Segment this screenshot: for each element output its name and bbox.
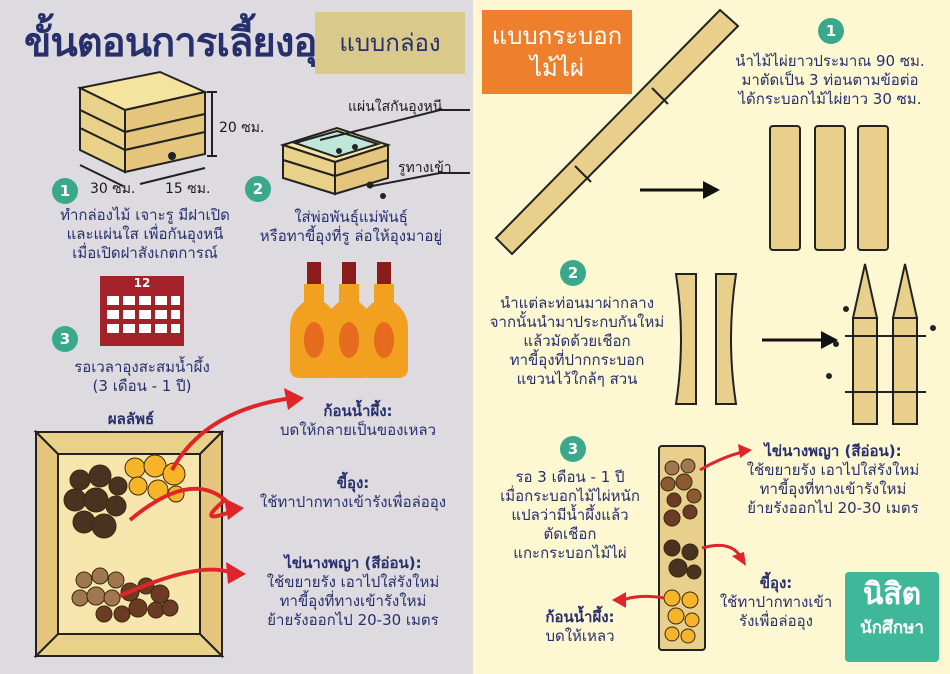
tube-step-3-badge: 3: [560, 436, 586, 462]
text-line: แล้วมัดด้วยเชือก: [523, 332, 631, 350]
honey-pods: [63, 454, 186, 623]
logo-line-1: นิสิต: [862, 577, 922, 612]
text-line: ใช้ขยายรัง เอาไปใส่รังใหม่: [266, 573, 440, 591]
tube-step-1-text: นำไม้ไผ่ยาวประมาณ 90 ซม. มาตัดเป็น 3 ท่อ…: [715, 52, 945, 109]
text-line: ใช้ทาปากทางเข้า: [719, 593, 833, 611]
text-line: นำไม้ไผ่ยาวประมาณ 90 ซม.: [735, 52, 925, 70]
text-line: ทาขี้อุงที่ปากกระบอก: [509, 351, 645, 369]
box-with-lid-illustration: [279, 109, 441, 196]
text-line: ใช้ทาปากทางเข้ารังเพื่อล่ออุง: [259, 493, 447, 511]
text-line: รอเวลาอุงสะสมน้ำผึ้ง: [74, 358, 210, 376]
text-line: มาตัดเป็น 3 ท่อนตามข้อต่อ: [741, 71, 919, 89]
text-line: นำแต่ละท่อนมาผ่ากลาง: [499, 294, 655, 312]
text-line: รังเพื่อล่ออุง: [739, 612, 813, 630]
tied-bamboo-tubes-illustration: [845, 263, 926, 425]
box-length-label: 30 ซม.: [90, 181, 136, 197]
text-line: ย้ายรังออกไป 20-30 เมตร: [747, 499, 919, 517]
text-line: ตัดเชือก: [543, 525, 597, 543]
text-line: ใช้ขยายรัง เอาไปใส่รังใหม่: [746, 461, 920, 479]
product-title: ขี้อุง:: [759, 574, 793, 592]
box-step-2-badge: 2: [245, 176, 271, 202]
box-step-3-badge: 3: [52, 326, 78, 352]
box-step-1-text: ทำกล่องไม้ เจาะรู มีฝาเปิด และแผ่นใส เพื…: [40, 206, 250, 263]
box-step-1-badge: 1: [52, 178, 78, 204]
text-line: หรือทาขี้อุงที่รู ล่อให้อุงมาอยู่: [259, 227, 443, 245]
bamboo-pieces-illustration: [769, 125, 889, 251]
tube-method-tag: แบบกระบอก ไม้ไผ่: [482, 10, 632, 94]
text-line: (3 เดือน - 1 ปี): [92, 377, 192, 395]
text-line: บดให้เหลว: [545, 627, 615, 645]
page-title: ขั้นตอนการเลี้ยงอุง: [24, 20, 336, 66]
red-arrows-left: [119, 396, 293, 598]
product-title: ไข่นางพญา (สีอ่อน):: [284, 554, 422, 572]
box-product-propolis: ขี้อุง: ใช้ทาปากทางเข้ารังเพื่อล่ออุง: [238, 474, 468, 512]
wooden-box-illustration: [76, 70, 217, 187]
product-title: ก้อนน้ำผึ้ง:: [323, 402, 393, 420]
text-line: ได้กระบอกไม้ไผ่ยาว 30 ซม.: [738, 90, 922, 108]
text-line: เมื่อกระบอกไม้ไผ่หนัก: [500, 487, 640, 505]
box-method-tag: แบบกล่อง: [315, 12, 465, 74]
text-line: แปลว่ามีน้ำผึ้งแล้ว: [511, 506, 629, 524]
bee-icons: [336, 144, 936, 379]
long-bamboo-illustration: [494, 8, 740, 256]
plastic-sheet-label: แผ่นใสกันอุงหนี: [348, 99, 443, 115]
text-line: แกะกระบอกไม้ไผ่: [513, 544, 627, 562]
tube-step-2-text: นำแต่ละท่อนมาผ่ากลาง จากนั้นนำมาประกบกัน…: [482, 294, 672, 389]
entrance-hole-label: รูทางเข้า: [398, 160, 452, 176]
tube-step-3-text: รอ 3 เดือน - 1 ปี เมื่อกระบอกไม้ไผ่หนัก …: [490, 468, 650, 563]
calendar-day: 12: [133, 276, 151, 290]
text-line: และแผ่นใส เพื่อกันอุงหนี: [66, 225, 224, 243]
text-line: ใส่พ่อพันธุ์แม่พันธุ์: [294, 208, 408, 226]
tube-product-honey: ก้อนน้ำผึ้ง: บดให้เหลว: [520, 608, 640, 646]
text-line: ทำกล่องไม้ เจาะรู มีฝาเปิด: [60, 206, 230, 224]
text-line: ย้ายรังออกไป 20-30 เมตร: [267, 611, 439, 629]
box-product-honey: ก้อนน้ำผึ้ง: บดให้กลายเป็นของเหลว: [248, 402, 468, 440]
text-line: แขวนไว้ใกล้ๆ สวน: [516, 370, 638, 388]
box-step-3-text: รอเวลาอุงสะสมน้ำผึ้ง (3 เดือน - 1 ปี): [42, 358, 242, 396]
tube-step-1-badge: 1: [818, 18, 844, 44]
box-width-label: 15 ซม.: [165, 181, 211, 197]
black-arrows: [640, 181, 838, 349]
box-step-2-text: ใส่พ่อพันธุ์แม่พันธุ์ หรือทาขี้อุงที่รู …: [240, 208, 462, 246]
text-line: ทาขี้อุงที่ทางเข้ารังใหม่: [759, 480, 907, 498]
product-title: ไข่นางพญา (สีอ่อน):: [764, 442, 902, 460]
box-height-label: 20 ซม.: [219, 120, 265, 136]
tube-step-2-badge: 2: [560, 260, 586, 286]
text-line: จากนั้นนำมาประกบกันใหม่: [489, 313, 665, 331]
text-line: เมื่อเปิดฝาสังเกตการณ์: [72, 244, 218, 262]
brand-logo: นิสิต นักศึกษา: [845, 572, 939, 662]
split-bamboo-illustration: [674, 273, 738, 405]
text-line: ทาขี้อุงที่ทางเข้ารังใหม่: [279, 592, 427, 610]
logo-line-2: นักศึกษา: [860, 618, 924, 638]
tube-product-queen-eggs: ไข่นางพญา (สีอ่อน): ใช้ขยายรัง เอาไปใส่ร…: [722, 442, 944, 518]
result-heading: ผลลัพธ์: [107, 410, 155, 428]
product-title: ก้อนน้ำผึ้ง:: [545, 608, 615, 626]
text-line: รอ 3 เดือน - 1 ปี: [515, 468, 625, 486]
product-title: ขี้อุง:: [336, 474, 370, 492]
tube-product-propolis: ขี้อุง: ใช้ทาปากทางเข้า รังเพื่อล่ออุง: [706, 574, 846, 631]
honey-bottles-illustration: [290, 262, 408, 378]
calendar-icon: [100, 276, 184, 346]
box-product-queen-eggs: ไข่นางพญา (สีอ่อน): ใช้ขยายรัง เอาไปใส่ร…: [238, 554, 468, 630]
text-line: บดให้กลายเป็นของเหลว: [279, 421, 437, 439]
tube-honey-pods: [660, 458, 702, 644]
